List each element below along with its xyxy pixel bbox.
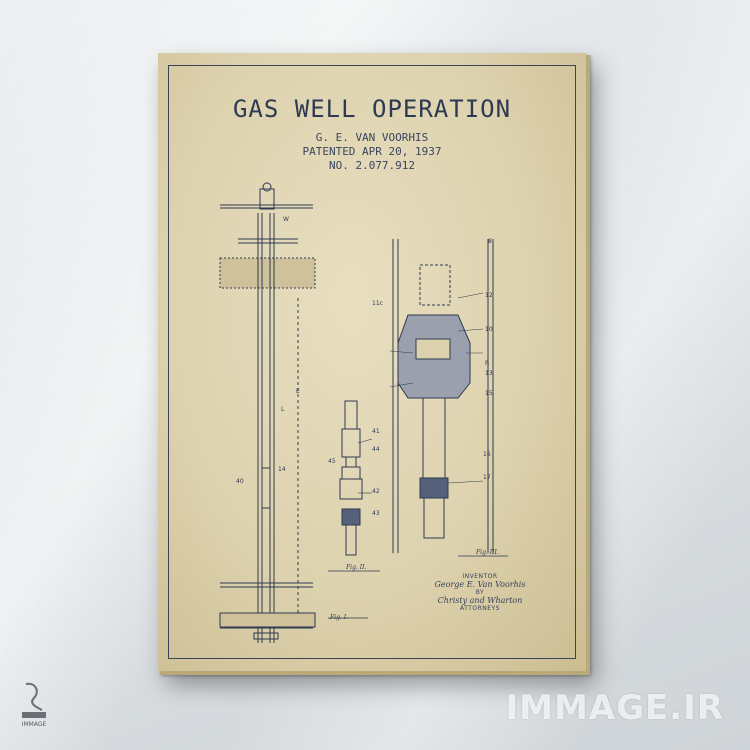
part-label: 41 (372, 428, 380, 435)
patent-number: NO. 2.077.912 (328, 159, 416, 172)
figure-1-well-pipe (219, 182, 316, 643)
immage-logo-icon: IMMAGE (22, 682, 47, 728)
logo-text: IMMAGE (22, 721, 47, 728)
poster-title: GAS WELL OPERATION (232, 95, 512, 123)
inventor-label: INVENTOR (462, 573, 498, 580)
part-label: L (281, 406, 285, 413)
part-label: 13 (485, 370, 493, 377)
part-label: 8 (488, 238, 492, 245)
part-label: 45 (328, 458, 336, 465)
part-label: W (283, 216, 289, 223)
part-label: 15 (485, 390, 493, 397)
part-label: 12 (485, 292, 493, 299)
attorneys-signature: Christy and Wharton (437, 596, 523, 605)
fig-label-2: Fig. II. (345, 564, 366, 571)
figure-2-tool (339, 400, 363, 556)
part-label: 40 (236, 478, 244, 485)
part-label: 11c (372, 300, 383, 307)
part-label: E (296, 388, 300, 395)
by-label: BY (475, 589, 485, 596)
inventor-name: G. E. VAN VOORHIS (315, 131, 429, 144)
part-label: 43 (372, 510, 380, 517)
part-label: 44 (372, 446, 380, 453)
part-label: 14 (278, 466, 286, 473)
inventor-block: INVENTOR George E. Van Voorhis BY Christ… (420, 573, 540, 612)
part-label: 17 (483, 474, 491, 481)
fig-label-1: Fig. I. (329, 614, 348, 621)
canvas-print: GAS WELL OPERATION G. E. VAN VOORHIS PAT… (158, 53, 586, 671)
attorneys-label: ATTORNEYS (459, 605, 500, 612)
part-label: 10 (485, 326, 493, 333)
fig-label-3: Fig. III. (475, 549, 499, 556)
patent-date: PATENTED APR 20, 1937 (302, 145, 442, 158)
inventor-signature: George E. Van Voorhis (434, 580, 526, 589)
patent-drawing: 8 W L E 14 40 12 10 11c 16 17 41 42 43 4… (219, 182, 508, 643)
watermark-text: IMMAGE.IR (505, 688, 724, 728)
part-label: 42 (372, 488, 380, 495)
figure-3-casing (392, 239, 494, 553)
poster-border (168, 65, 576, 659)
part-label: R (485, 360, 489, 367)
part-label: 16 (483, 451, 491, 458)
